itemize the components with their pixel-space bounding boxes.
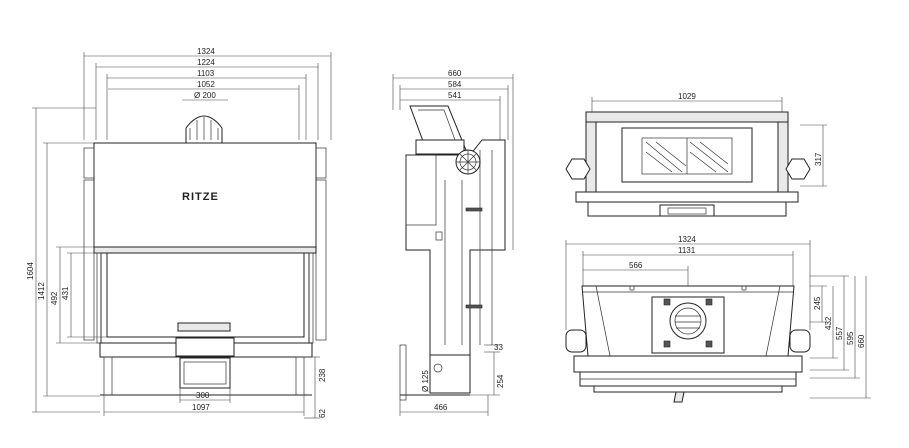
dim-557: 557 [835,326,844,340]
dim-660: 660 [448,69,462,78]
dim-1103: 1103 [197,69,215,78]
hinge-left-lower [565,329,587,353]
dim-492: 492 [50,291,59,305]
dim-1029: 1029 [678,92,696,101]
air-intake [429,354,471,394]
dim-466: 466 [434,403,448,412]
side-top-dimensions: 660 584 541 [392,69,514,250]
dim-254: 254 [496,374,505,388]
front-bottom-dimensions: 300 1097 [103,388,305,416]
dim-1097: 1097 [192,403,210,412]
flue-collar [185,115,223,144]
brand-logo: RITZE [182,191,219,203]
front-left-dimensions: 1604 1412 492 431 [26,107,107,413]
top-view-lower: 1324 1131 566 245 432 557 595 66 [565,235,871,403]
top-lower-dimensions: 1324 1131 566 245 432 557 595 66 [565,235,871,399]
dim-33: 33 [494,343,503,352]
dim-d125: Ø 125 [421,370,430,392]
dim-566: 566 [629,261,643,270]
dim-1052: 1052 [197,80,215,89]
front-top-dimensions: 1324 1224 1103 1052 Ø 200 [83,47,332,140]
dim-62: 62 [318,409,327,418]
dim-300: 300 [196,391,210,400]
dim-1604: 1604 [26,262,35,280]
grate-pattern [645,138,729,174]
dim-317: 317 [814,152,823,166]
top-upper-dimensions: 1029 317 [591,92,827,187]
ash-drawer [179,357,231,389]
dim-1324: 1324 [197,47,215,56]
front-view: 1324 1224 1103 1052 Ø 200 [26,47,332,419]
dim-1224: 1224 [197,58,215,67]
dim-432: 432 [824,316,833,330]
dim-584: 584 [448,80,462,89]
hinge-right-upper [785,158,811,180]
flue-collar-top [651,296,725,354]
lintel [93,246,317,254]
front-right-dimensions: 238 62 [304,356,327,419]
side-dimensions-lower: Ø 125 33 254 466 [399,343,505,416]
dim-1412: 1412 [37,282,46,300]
hinge-left-upper [565,158,591,180]
side-body [405,139,506,381]
dim-d200: Ø 200 [194,91,216,100]
dim-541: 541 [448,91,462,100]
door-handle [177,322,231,332]
dim-1324-lower: 1324 [678,235,696,244]
dim-1131: 1131 [678,246,696,255]
hinge-right-lower [789,329,811,353]
dim-660-lower: 660 [857,334,866,348]
dim-245: 245 [813,296,822,310]
dim-238: 238 [318,368,327,382]
dim-595: 595 [846,331,855,345]
side-view: 660 584 541 [392,69,514,416]
top-view-upper: 1029 317 [565,92,827,217]
fan-wheel [455,149,481,175]
dim-431: 431 [61,286,70,300]
